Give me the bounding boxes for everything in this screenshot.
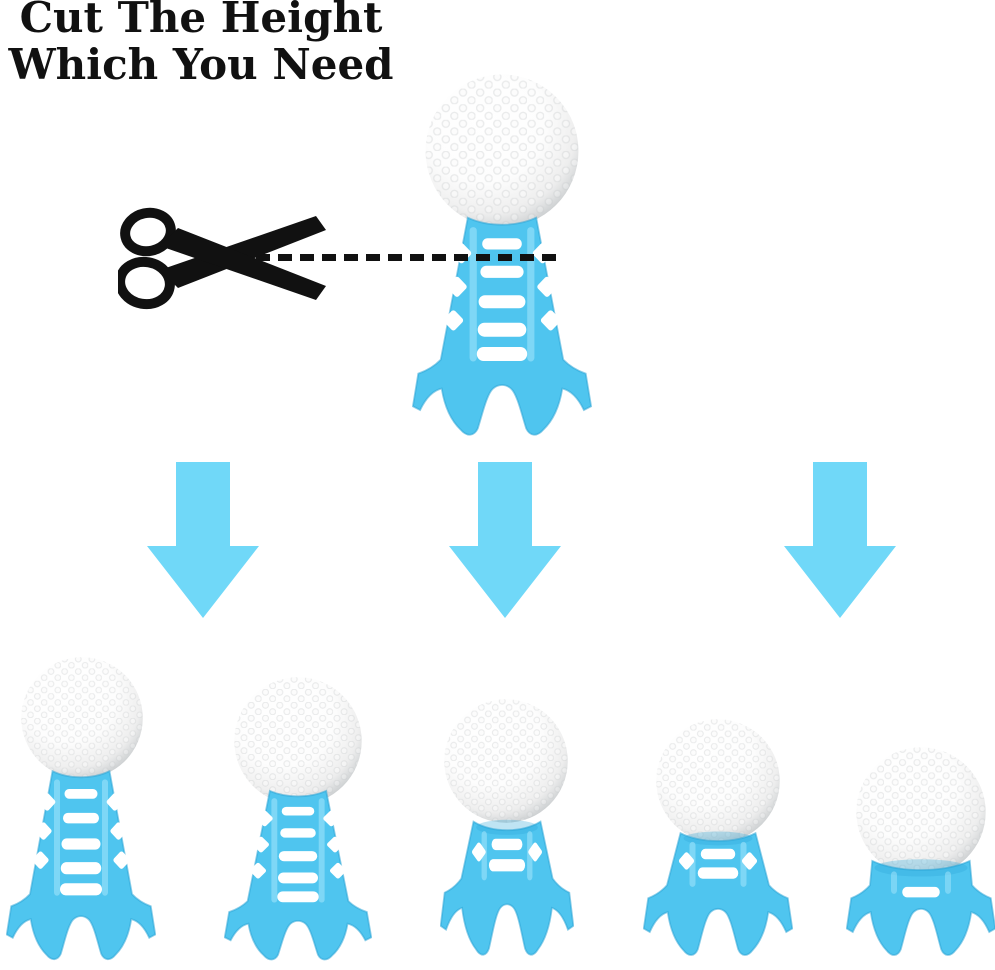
title-line-1: Cut The Height [19, 0, 383, 42]
tall-tee-icon [6, 768, 156, 962]
mid-tee-icon [440, 816, 574, 958]
golf-ball-icon [443, 698, 569, 824]
golf-ball-icon [424, 73, 580, 229]
title-line-2: Which You Need [8, 40, 394, 89]
dashed-cut-line [256, 254, 562, 261]
golf-ball-icon [20, 656, 144, 780]
down-arrow-icon [147, 462, 259, 618]
scissors-icon [118, 206, 330, 310]
down-arrow-icon [784, 462, 896, 618]
tall-tee-icon [224, 788, 372, 962]
page-title: Cut The Height Which You Need [0, 0, 402, 88]
mid-tee-icon [643, 828, 793, 958]
golf-ball-icon [655, 718, 781, 844]
tall-tee-icon [412, 214, 592, 438]
golf-ball-icon [233, 676, 363, 806]
down-arrow-icon [449, 462, 561, 618]
short-tee-icon [846, 854, 995, 958]
